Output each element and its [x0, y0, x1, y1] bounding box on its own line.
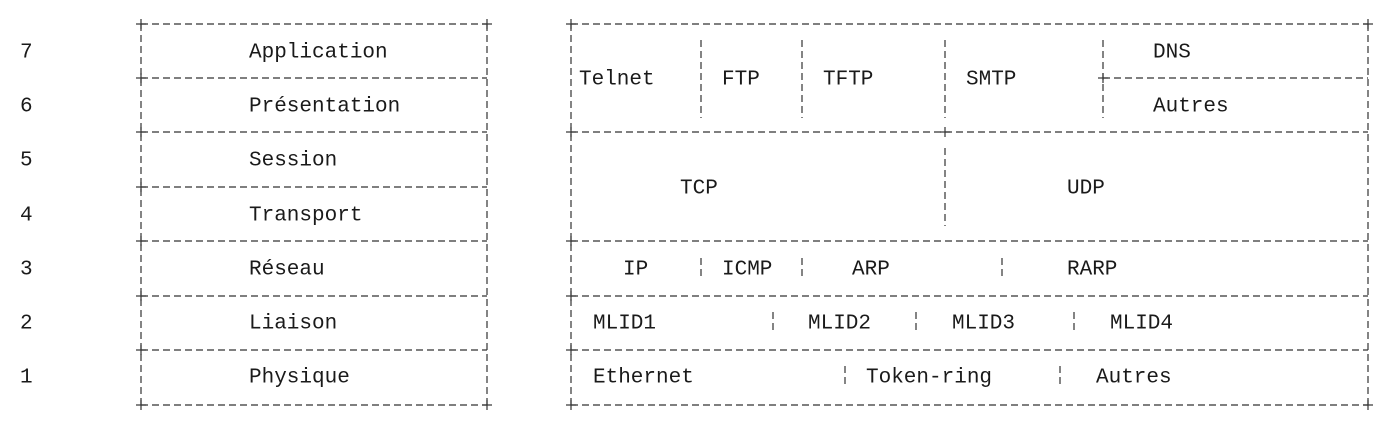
- protocol-ethernet: Ethernet: [593, 367, 694, 390]
- osi-layer-network: Réseau: [249, 259, 325, 282]
- osi-layer-physical: Physique: [249, 367, 350, 390]
- protocol-stack-column: [570, 23, 1369, 406]
- protocol-rarp: RARP: [1067, 259, 1117, 282]
- protocol-physical-other: Autres: [1096, 367, 1172, 390]
- layer-number-6: 6: [20, 96, 33, 119]
- layer-number-3: 3: [20, 259, 33, 282]
- protocol-ip: IP: [623, 259, 648, 282]
- protocol-application-other: Autres: [1153, 96, 1229, 119]
- protocol-tcp: TCP: [680, 178, 718, 201]
- protocol-smtp: SMTP: [966, 69, 1016, 92]
- layer-number-2: 2: [20, 313, 33, 336]
- protocol-mlid3: MLID3: [952, 313, 1015, 336]
- osi-model-column: [140, 23, 488, 406]
- osi-layer-application: Application: [249, 42, 388, 65]
- junction-markers: [136, 19, 1373, 410]
- osi-layer-transport: Transport: [249, 205, 362, 228]
- protocol-telnet: Telnet: [579, 69, 655, 92]
- layer-number-5: 5: [20, 150, 33, 173]
- osi-layer-link: Liaison: [249, 313, 337, 336]
- layer-number-7: 7: [20, 42, 33, 65]
- protocol-token-ring: Token-ring: [866, 367, 992, 390]
- protocol-icmp: ICMP: [722, 259, 772, 282]
- protocol-dns: DNS: [1153, 42, 1191, 65]
- protocol-mlid2: MLID2: [808, 313, 871, 336]
- protocol-mlid1: MLID1: [593, 313, 656, 336]
- osi-layer-session: Session: [249, 150, 337, 173]
- protocol-tftp: TFTP: [823, 69, 873, 92]
- osi-layer-presentation: Présentation: [249, 96, 400, 119]
- protocol-mlid4: MLID4: [1110, 313, 1173, 336]
- layer-number-1: 1: [20, 367, 33, 390]
- layer-number-4: 4: [20, 205, 33, 228]
- protocol-arp: ARP: [852, 259, 890, 282]
- protocol-ftp: FTP: [722, 69, 760, 92]
- protocol-udp: UDP: [1067, 178, 1105, 201]
